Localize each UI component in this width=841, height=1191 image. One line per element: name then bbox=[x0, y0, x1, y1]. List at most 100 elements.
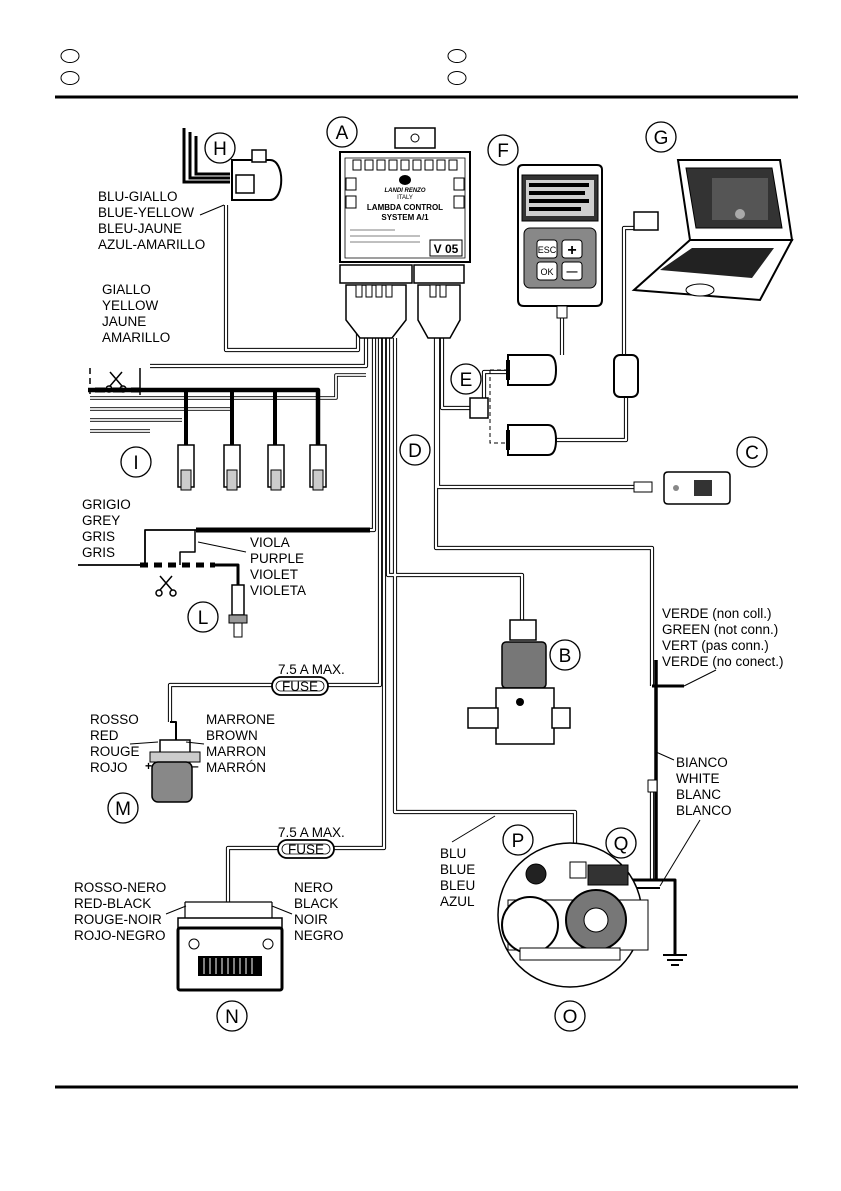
letter-q-badge bbox=[605, 827, 637, 859]
minus-button[interactable] bbox=[561, 261, 583, 281]
label-line: NERO bbox=[294, 880, 333, 895]
fuse-coil-rating: 7.5 A MAX. bbox=[278, 662, 345, 677]
letter-l: L bbox=[198, 608, 209, 629]
label-viola: VIOLA PURPLE VIOLET VIOLETA bbox=[197, 535, 306, 598]
label-line: GRIS bbox=[82, 545, 115, 560]
letter-e-badge bbox=[450, 363, 482, 395]
label-line: YELLOW bbox=[102, 298, 159, 313]
ecu-version: V 05 bbox=[434, 242, 459, 256]
label-bianco: BIANCO WHITE BLANC BLANCO bbox=[655, 751, 732, 887]
ground-icon bbox=[663, 954, 687, 966]
handheld-programmer[interactable]: ESC + OK — bbox=[517, 164, 603, 319]
scissors-icon bbox=[155, 575, 177, 597]
label-line: MARRONE bbox=[206, 712, 275, 727]
label-line: AZUL bbox=[440, 894, 475, 909]
oxygen-sensor bbox=[228, 584, 248, 638]
letter-g: G bbox=[654, 128, 669, 149]
label-line: BLANCO bbox=[676, 803, 732, 818]
label-line: BLEU bbox=[440, 878, 475, 893]
label-line: BLUE-YELLOW bbox=[98, 205, 194, 220]
letter-h: H bbox=[213, 139, 227, 160]
label-line: JAUNE bbox=[102, 314, 146, 329]
letter-n-badge bbox=[216, 1000, 248, 1032]
esc-button-label: ESC bbox=[538, 245, 557, 255]
letter-c-badge bbox=[736, 436, 768, 468]
letter-b: B bbox=[559, 646, 572, 667]
language-flag-4[interactable] bbox=[447, 71, 467, 85]
letter-m: M bbox=[115, 799, 131, 820]
header bbox=[55, 49, 798, 99]
plus-button-label: + bbox=[567, 242, 576, 259]
scissors-icon bbox=[105, 371, 127, 393]
changeover-switch[interactable] bbox=[633, 471, 731, 505]
label-line: BLU bbox=[440, 846, 466, 861]
label-line: BLANC bbox=[676, 787, 721, 802]
language-flag-3[interactable] bbox=[447, 49, 467, 63]
ecu-country: ITALY bbox=[397, 195, 413, 201]
esc-button[interactable] bbox=[536, 239, 558, 259]
ok-button[interactable] bbox=[536, 261, 558, 281]
label-line: RED-BLACK bbox=[74, 896, 151, 911]
language-flag-2[interactable] bbox=[60, 71, 80, 85]
label-line: ROSSO-NERO bbox=[74, 880, 166, 895]
label-line: GRIGIO bbox=[82, 497, 131, 512]
interface-connectors bbox=[469, 354, 639, 456]
label-line: BLACK bbox=[294, 896, 338, 911]
plus-button[interactable] bbox=[561, 239, 583, 259]
label-line: BIANCO bbox=[676, 755, 728, 770]
letter-o-badge bbox=[554, 1000, 586, 1032]
ecu-lambda-control: LANDI RENZO ITALY LAMBDA CONTROL SYSTEM … bbox=[339, 127, 471, 339]
language-flag-1[interactable] bbox=[60, 49, 80, 63]
pressure-reducer bbox=[497, 842, 649, 988]
letter-p: P bbox=[512, 831, 525, 852]
letter-o: O bbox=[563, 1007, 578, 1028]
letter-a-badge bbox=[326, 116, 358, 148]
ignition-coil: + – bbox=[145, 739, 201, 803]
label-line: MARRÓN bbox=[206, 760, 266, 775]
letter-n: N bbox=[225, 1007, 239, 1028]
ecu-title-line1: LAMBDA CONTROL bbox=[367, 203, 443, 212]
label-line: AZUL-AMARILLO bbox=[98, 237, 205, 252]
letter-a: A bbox=[336, 123, 349, 144]
letter-q: Q bbox=[614, 834, 629, 855]
letter-d: D bbox=[408, 441, 422, 462]
component-letters bbox=[107, 116, 768, 1032]
injectors bbox=[177, 444, 327, 491]
battery-negative-icon bbox=[262, 938, 274, 950]
fuse-battery: FUSE 7.5 A MAX. bbox=[277, 825, 345, 859]
label-line: ROUGE-NOIR bbox=[74, 912, 162, 927]
battery-positive-icon bbox=[188, 938, 200, 950]
label-verde: VERDE (non coll.) GREEN (not conn.) VERT… bbox=[662, 606, 784, 687]
coil-plus-icon: + bbox=[145, 759, 152, 773]
letter-f-badge bbox=[487, 134, 519, 166]
letter-l-badge bbox=[187, 601, 219, 633]
label-line: GIALLO bbox=[102, 282, 151, 297]
label-line: GREEN (not conn.) bbox=[662, 622, 778, 637]
fuse-coil: FUSE 7.5 A MAX. bbox=[271, 662, 345, 696]
letter-b-badge bbox=[549, 639, 581, 671]
label-line: ROJO bbox=[90, 760, 128, 775]
ecu-logo-icon bbox=[399, 175, 411, 185]
label-line: ROUGE bbox=[90, 744, 140, 759]
label-blu-giallo: BLU-GIALLO BLUE-YELLOW BLEU-JAUNE AZUL-A… bbox=[98, 189, 225, 252]
label-line: GREY bbox=[82, 513, 120, 528]
label-line: RED bbox=[90, 728, 119, 743]
label-line: PURPLE bbox=[250, 551, 304, 566]
fuse-battery-rating: 7.5 A MAX. bbox=[278, 825, 345, 840]
label-marrone: MARRONE BROWN MARRON MARRÓN bbox=[185, 712, 275, 775]
label-line: ROSSO bbox=[90, 712, 139, 727]
label-line: AMARILLO bbox=[102, 330, 170, 345]
ecu-brand: LANDI RENZO bbox=[385, 188, 426, 194]
letter-i-badge bbox=[120, 446, 152, 478]
label-line: BROWN bbox=[206, 728, 258, 743]
label-line: VERDE (non coll.) bbox=[662, 606, 772, 621]
label-line: VIOLETA bbox=[250, 583, 306, 598]
letter-c: C bbox=[745, 443, 759, 464]
label-line: BLU-GIALLO bbox=[98, 189, 178, 204]
label-giallo: GIALLO YELLOW JAUNE AMARILLO bbox=[102, 282, 170, 345]
laptop-computer[interactable] bbox=[631, 159, 794, 302]
letter-e: E bbox=[460, 370, 473, 391]
letter-h-badge bbox=[204, 132, 236, 164]
label-line: NOIR bbox=[294, 912, 328, 927]
label-line: BLUE bbox=[440, 862, 475, 877]
